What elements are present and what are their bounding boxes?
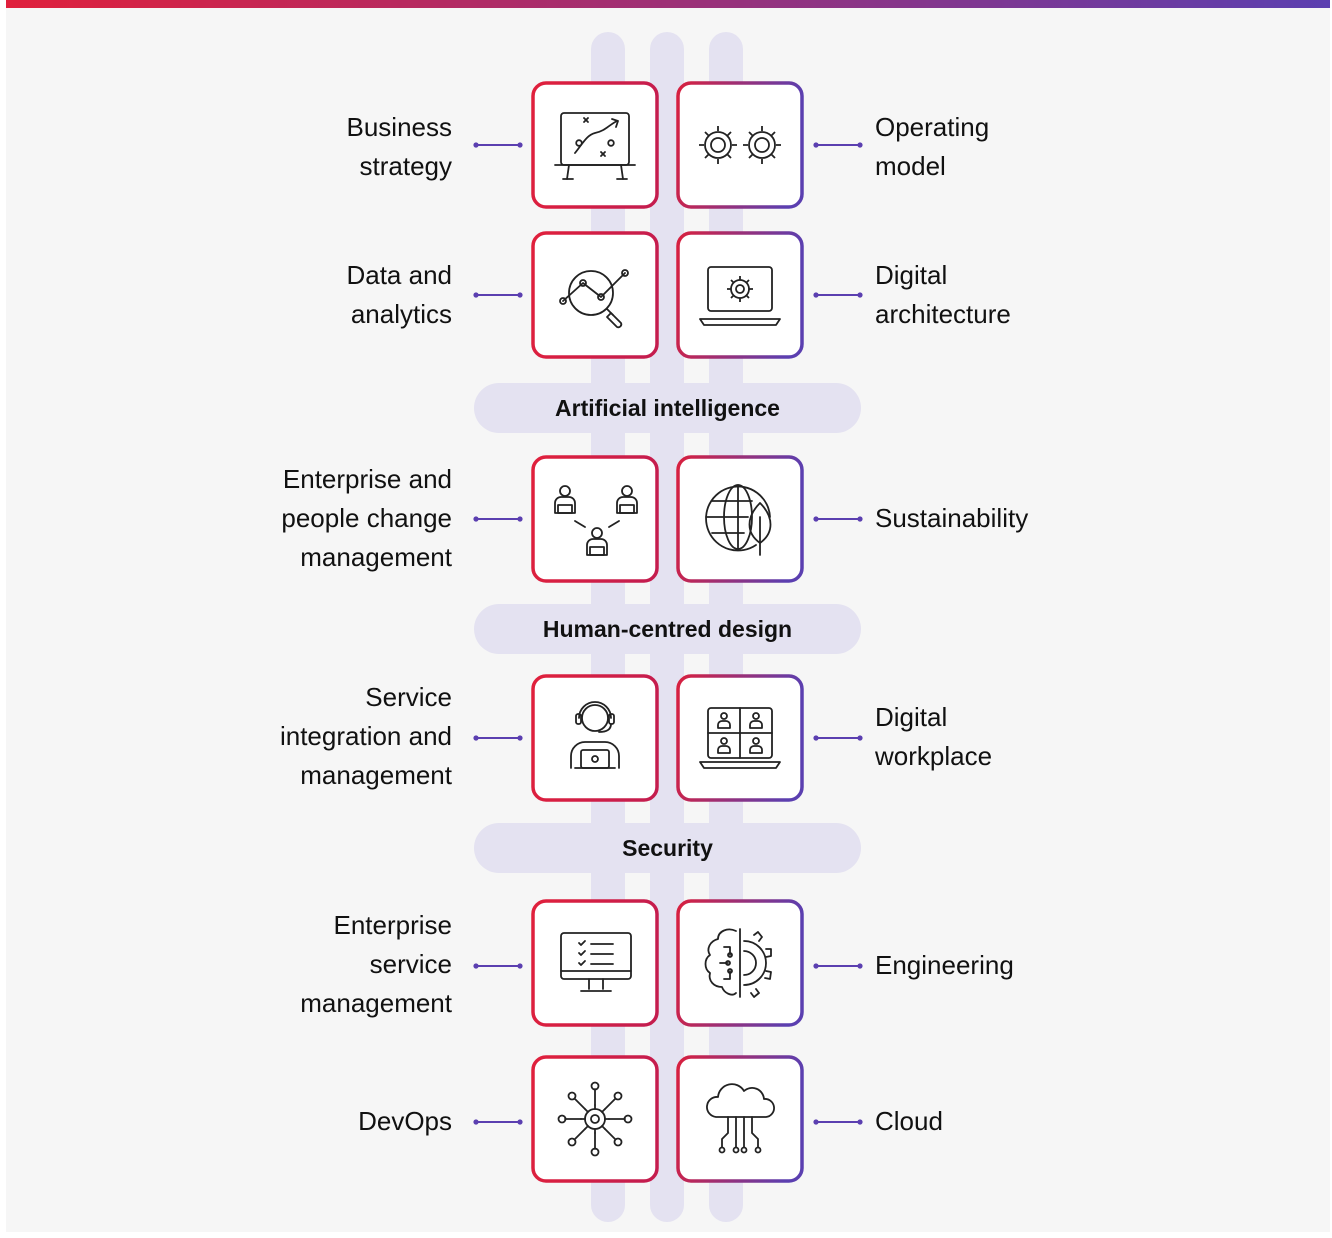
gears-icon: [699, 126, 781, 164]
brain-gear-icon: [704, 928, 772, 998]
gear-network-icon: [557, 1081, 633, 1157]
tile-digital-workplace: [676, 674, 804, 802]
label-data-and-analytics: Data and analytics: [346, 260, 452, 329]
tile-devops: [531, 1055, 659, 1183]
diagram-canvas: Artificial intelligence Human-centred de…: [6, 0, 1330, 1232]
label-digital-workplace: Digital workplace: [875, 702, 993, 771]
label-operating-model: Operating model: [875, 112, 990, 181]
label-engineering: Engineering: [875, 950, 1014, 980]
connector-left: [473, 516, 523, 522]
tile-digital-architecture: [676, 231, 804, 359]
label-business-strategy: Business strategy: [346, 112, 453, 181]
connector-left: [473, 735, 523, 741]
connector-left: [473, 1119, 523, 1125]
connector-right: [813, 963, 863, 969]
band-artificial-intelligence: Artificial intelligence: [474, 383, 861, 433]
tile-enterprise-service-management: [531, 899, 659, 1027]
connector-left: [473, 963, 523, 969]
tile-engineering: [676, 899, 804, 1027]
tile-enterprise-people-change: [531, 455, 659, 583]
top-gradient-bar: [6, 0, 1330, 8]
connector-left: [473, 142, 523, 148]
video-conference-icon: [699, 707, 781, 769]
tile-sustainability: [676, 455, 804, 583]
label-enterprise-people-change: Enterprise and people change management: [281, 464, 452, 572]
people-network-icon: [554, 485, 638, 556]
label-service-integration: Service integration and management: [279, 682, 452, 790]
magnifier-chart-icon: [559, 269, 629, 329]
tile-operating-model: [676, 81, 804, 209]
label-digital-architecture: Digital architecture: [875, 260, 1011, 329]
band-security: Security: [474, 823, 861, 873]
tile-cloud: [676, 1055, 804, 1183]
label-sustainability: Sustainability: [875, 503, 1029, 533]
connector-right: [813, 292, 863, 298]
label-cloud: Cloud: [875, 1106, 943, 1136]
label-enterprise-service-management: Enterprise service management: [300, 910, 452, 1018]
connector-right: [813, 516, 863, 522]
connector-left: [473, 292, 523, 298]
headset-agent-icon: [570, 701, 620, 769]
monitor-checklist-icon: [560, 932, 632, 992]
connector-right: [813, 735, 863, 741]
tile-data-and-analytics: [531, 231, 659, 359]
label-devops: DevOps: [358, 1106, 452, 1136]
globe-leaf-icon: [705, 484, 772, 556]
tile-business-strategy: [531, 81, 659, 209]
strategy-board-icon: [554, 112, 636, 180]
cloud-circuit-icon: [706, 1083, 775, 1154]
connector-right: [813, 1119, 863, 1125]
tile-service-integration: [531, 674, 659, 802]
connector-right: [813, 142, 863, 148]
laptop-gear-icon: [699, 266, 781, 326]
band-human-centred-design: Human-centred design: [474, 604, 861, 654]
